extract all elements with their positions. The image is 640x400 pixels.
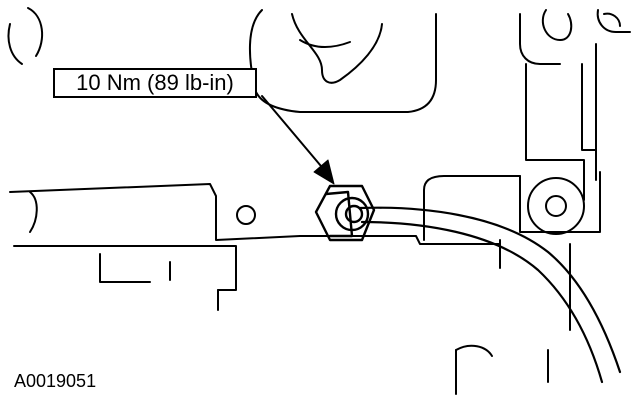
upper-left-casting (7, 7, 44, 65)
torque-callout: 10 Nm (89 lb-in) (53, 68, 257, 98)
lower-casting (299, 235, 571, 395)
figure-id: A0019051 (14, 371, 97, 391)
leader-arrow (261, 95, 335, 185)
upper-right-bracket (519, 9, 631, 201)
left-bracket-plate (9, 183, 301, 311)
upper-center-housing (249, 9, 437, 113)
right-boss (423, 171, 601, 269)
hex-fitting (314, 184, 376, 242)
sensor-tube (358, 206, 622, 384)
mounting-hole (236, 205, 256, 225)
